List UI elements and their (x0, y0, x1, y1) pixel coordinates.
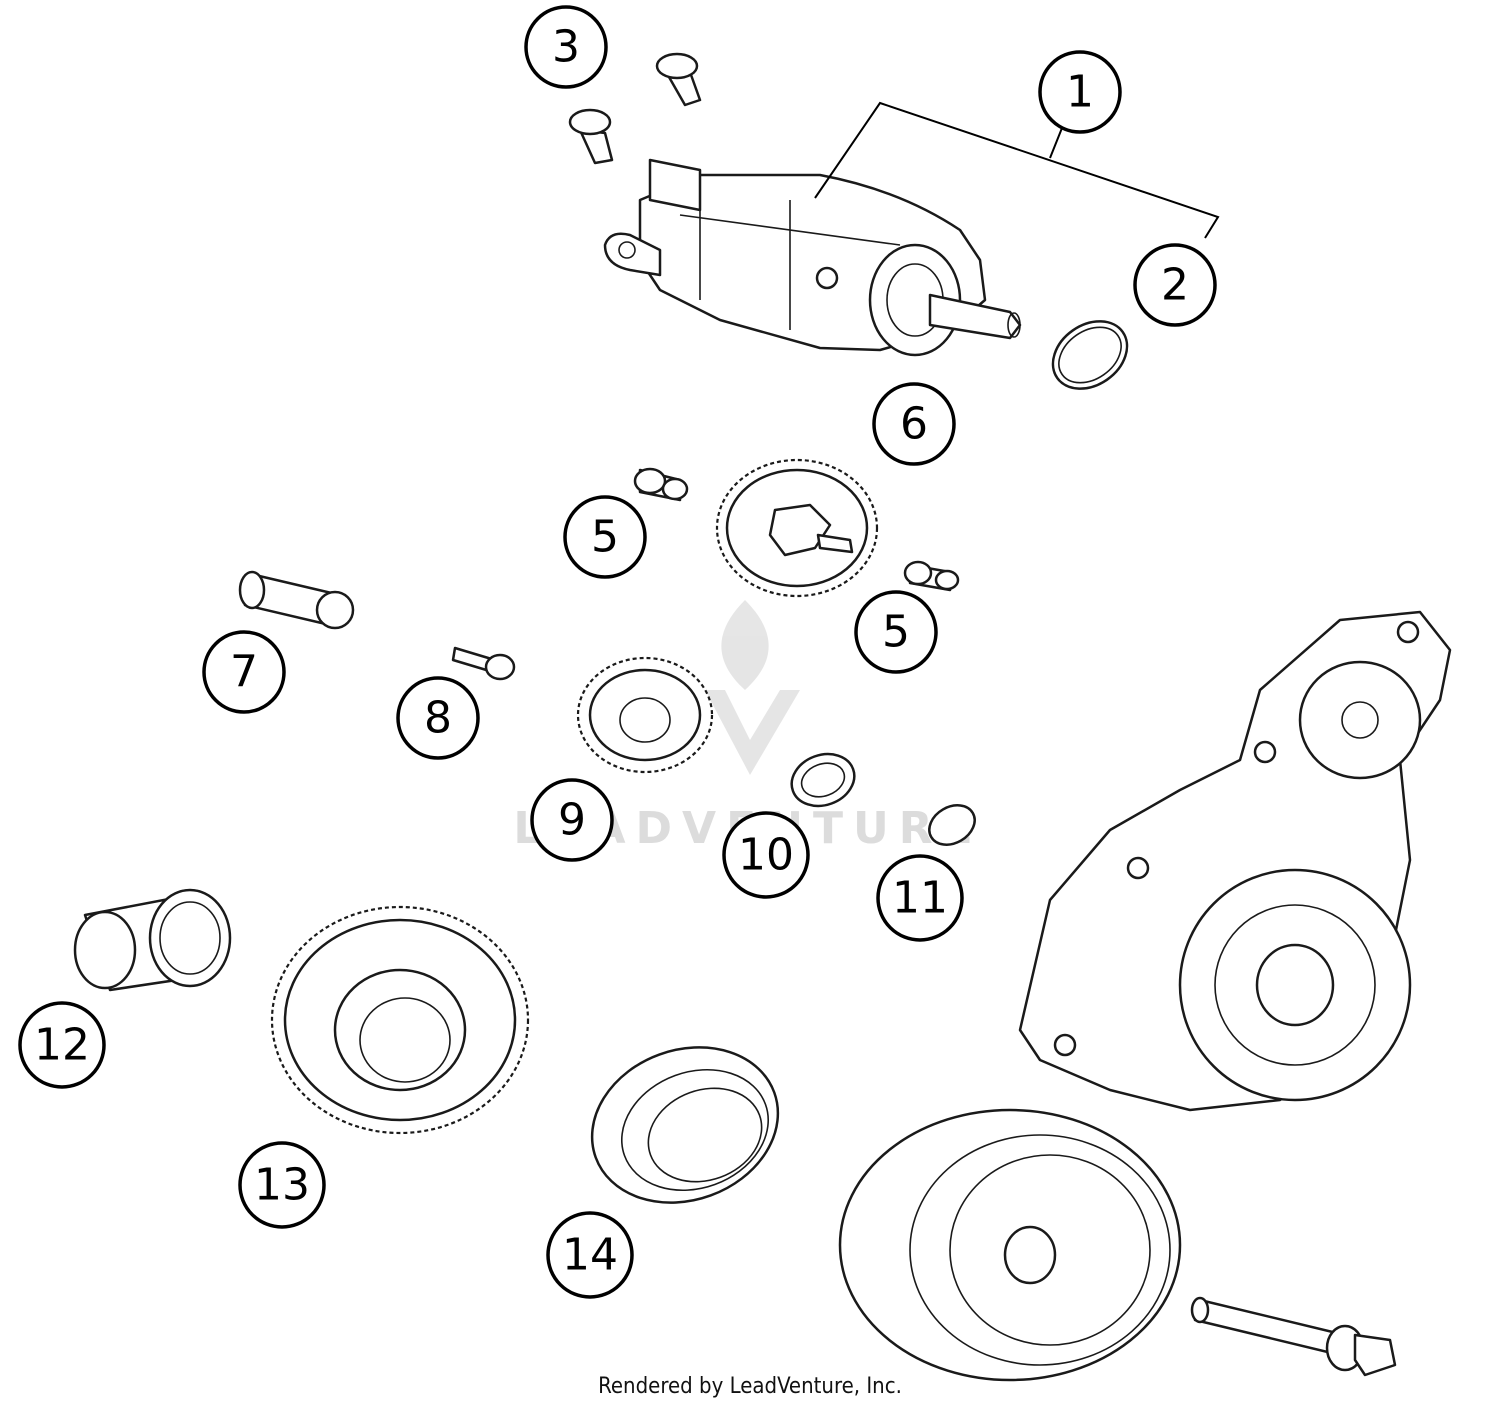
callout-label: 2 (1161, 260, 1189, 311)
callout-label: 7 (230, 647, 258, 698)
callout-11: 11 (876, 854, 964, 942)
callout-5-a: 5 (563, 495, 647, 579)
leader-line (814, 101, 1220, 239)
bushings (633, 467, 960, 592)
callout-label: 6 (900, 399, 928, 450)
washer (790, 752, 856, 808)
freewheel-gear (270, 905, 530, 1135)
callout-5-b: 5 (854, 590, 938, 674)
callout-3: 3 (524, 5, 608, 89)
o-ring (1051, 320, 1129, 390)
callout-label: 13 (254, 1160, 310, 1211)
callout-label: 10 (738, 830, 794, 881)
callout-14: 14 (546, 1211, 634, 1299)
screws (568, 52, 702, 165)
callout-label: 5 (591, 512, 619, 563)
small-gear (576, 656, 714, 774)
flywheel-bolt (1190, 1296, 1397, 1377)
circlip (928, 804, 976, 846)
engine-cover (1018, 610, 1452, 1112)
callout-12: 12 (18, 1001, 106, 1089)
callout-7: 7 (202, 630, 286, 714)
roller-bearing (590, 1046, 780, 1204)
intermediate-gear (715, 458, 879, 598)
callout-label: 14 (562, 1230, 618, 1281)
callout-label: 8 (424, 693, 452, 744)
callout-13: 13 (238, 1141, 326, 1229)
callout-2: 2 (1133, 243, 1217, 327)
callout-label: 5 (882, 607, 910, 658)
callout-8: 8 (396, 676, 480, 760)
footer-credit: Rendered by LeadVenture, Inc. (598, 1374, 902, 1399)
shaft (238, 570, 355, 630)
callout-1: 1 (1038, 50, 1122, 134)
callout-label: 1 (1066, 67, 1094, 118)
flywheel (838, 1108, 1182, 1382)
callout-6: 6 (872, 382, 956, 466)
callout-9: 9 (530, 778, 614, 862)
starter-motor (603, 158, 1022, 357)
callout-10: 10 (722, 811, 810, 899)
callout-label: 9 (558, 795, 586, 846)
callout-label: 11 (892, 873, 948, 924)
bolt-small (451, 646, 516, 681)
needle-bearing (73, 888, 232, 992)
callout-label: 3 (552, 22, 580, 73)
callout-label: 12 (34, 1020, 90, 1071)
